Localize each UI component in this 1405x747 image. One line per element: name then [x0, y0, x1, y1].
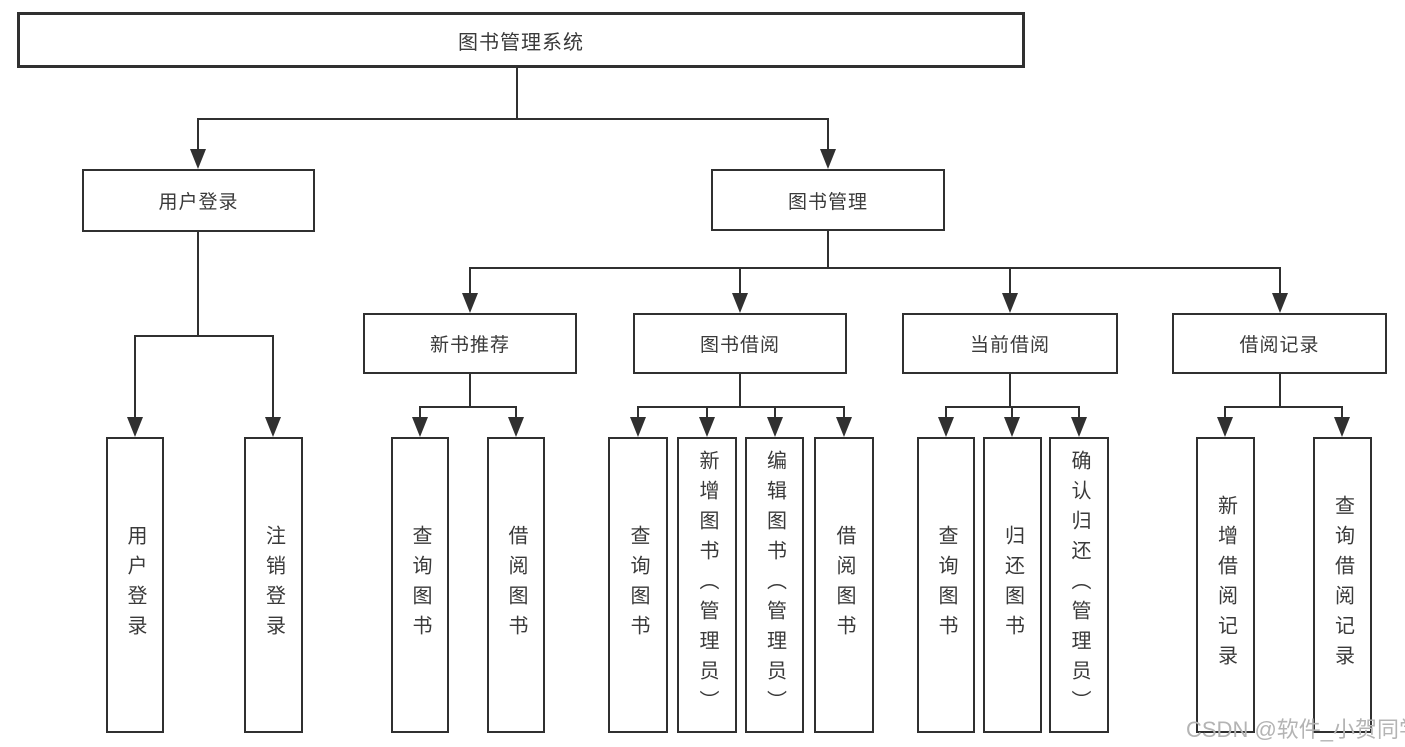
connector-stem: [1009, 267, 1011, 295]
node-label: 新书推荐: [429, 335, 510, 356]
leaf-query-book-recommend: 查询图书: [391, 437, 449, 733]
node-borrow-record: 借阅记录: [1172, 313, 1387, 374]
connector-stem: [1009, 373, 1011, 408]
node-book-management: 图书管理: [711, 169, 945, 231]
connector-stem: [1279, 373, 1281, 408]
leaf-add-borrow-record: 新增借阅记录: [1196, 437, 1255, 733]
node-label: 用户登录: [158, 192, 239, 213]
arrow-down-icon: [508, 417, 524, 437]
leaf-label: 借阅图书: [833, 525, 855, 645]
leaf-label: 注销登录: [262, 525, 285, 645]
connector-level2-branch: [469, 267, 1281, 269]
arrow-down-icon: [820, 149, 836, 169]
leaf-label: 编辑图书（管理员）: [763, 450, 786, 720]
connector-stem: [1341, 406, 1343, 420]
connector-stem: [843, 406, 845, 420]
connector-stem: [774, 406, 776, 420]
leaf-user-login: 用户登录: [106, 437, 164, 733]
connector-stem: [1279, 267, 1281, 295]
connector-branch: [134, 335, 274, 337]
connector-stem: [945, 406, 947, 420]
arrow-down-icon: [265, 417, 281, 437]
arrow-down-icon: [767, 417, 783, 437]
leaf-query-book-current: 查询图书: [917, 437, 975, 733]
csdn-watermark: CSDN @软件_小贺同学: [1186, 717, 1405, 742]
leaf-label: 新增借阅记录: [1214, 495, 1237, 675]
arrow-down-icon: [127, 417, 143, 437]
connector-stem: [197, 231, 199, 337]
leaf-label: 查询图书: [627, 525, 649, 645]
connector-stem: [1224, 406, 1226, 420]
node-label: 当前借阅: [969, 335, 1050, 356]
arrow-down-icon: [190, 149, 206, 169]
leaf-borrow-book-recommend: 借阅图书: [487, 437, 545, 733]
connector-stem: [197, 118, 199, 151]
leaf-label: 归还图书: [1001, 525, 1024, 645]
leaf-query-book-borrow: 查询图书: [608, 437, 668, 733]
connector-stem: [515, 406, 517, 420]
connector-stem: [469, 373, 471, 408]
leaf-label: 确认归还（管理员）: [1068, 450, 1090, 720]
leaf-label: 借阅图书: [505, 525, 527, 645]
arrow-down-icon: [699, 417, 715, 437]
connector-stem: [1011, 406, 1013, 420]
connector-branch: [637, 406, 845, 408]
node-label: 借阅记录: [1239, 335, 1320, 356]
connector-level1-branch: [197, 118, 829, 120]
arrow-down-icon: [630, 417, 646, 437]
leaf-confirm-return-admin: 确认归还（管理员）: [1049, 437, 1109, 733]
connector-stem: [827, 230, 829, 269]
leaf-label: 查询图书: [935, 525, 957, 645]
node-label: 图书管理: [787, 191, 868, 213]
arrow-down-icon: [1272, 293, 1288, 313]
connector-branch: [1224, 406, 1343, 408]
node-label: 图书管理系统: [458, 31, 584, 54]
leaf-label: 用户登录: [124, 525, 146, 645]
arrow-down-icon: [732, 293, 748, 313]
leaf-add-book-admin: 新增图书（管理员）: [677, 437, 737, 733]
arrow-down-icon: [1071, 417, 1087, 437]
arrow-down-icon: [412, 417, 428, 437]
connector-branch: [419, 406, 517, 408]
connector-stem: [706, 406, 708, 420]
arrow-down-icon: [938, 417, 954, 437]
node-new-book-recommend: 新书推荐: [363, 313, 577, 374]
connector-stem: [134, 335, 136, 419]
arrow-down-icon: [1002, 293, 1018, 313]
leaf-return-book: 归还图书: [983, 437, 1042, 733]
connector-stem: [827, 118, 829, 151]
connector-root-stem: [516, 67, 518, 120]
connector-stem: [739, 373, 741, 408]
leaf-query-borrow-record: 查询借阅记录: [1313, 437, 1372, 733]
leaf-logout: 注销登录: [244, 437, 303, 733]
connector-stem: [637, 406, 639, 420]
node-book-borrow: 图书借阅: [633, 313, 847, 374]
leaf-borrow-book: 借阅图书: [814, 437, 874, 733]
arrow-down-icon: [1334, 417, 1350, 437]
leaf-edit-book-admin: 编辑图书（管理员）: [745, 437, 804, 733]
node-root-library-system: 图书管理系统: [17, 12, 1025, 68]
connector-stem: [739, 267, 741, 295]
leaf-label: 查询借阅记录: [1331, 495, 1354, 675]
leaf-label: 查询图书: [409, 525, 431, 645]
node-label: 图书借阅: [699, 335, 780, 356]
connector-stem: [272, 335, 274, 419]
arrow-down-icon: [836, 417, 852, 437]
arrow-down-icon: [462, 293, 478, 313]
node-current-borrow: 当前借阅: [902, 313, 1118, 374]
leaf-label: 新增图书（管理员）: [696, 450, 718, 720]
connector-stem: [1078, 406, 1080, 420]
connector-stem: [419, 406, 421, 420]
arrow-down-icon: [1004, 417, 1020, 437]
arrow-down-icon: [1217, 417, 1233, 437]
node-user-login: 用户登录: [82, 169, 315, 232]
connector-stem: [469, 267, 471, 295]
